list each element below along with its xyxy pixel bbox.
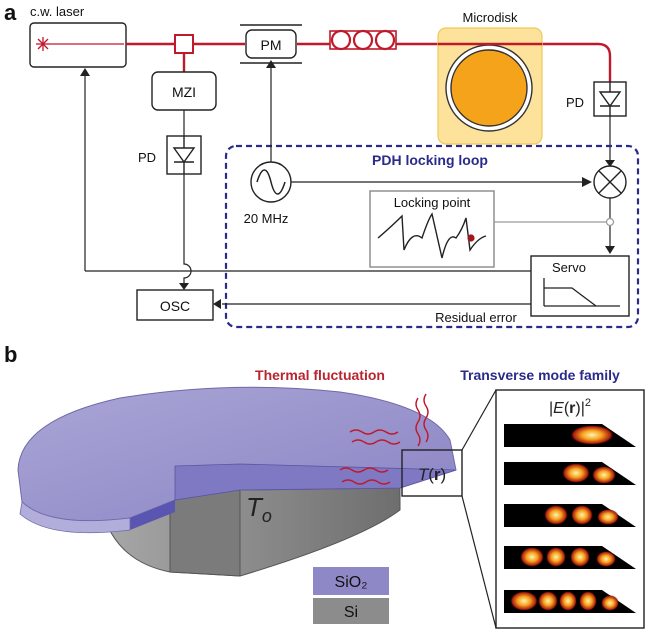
panel-b-letter: b <box>4 342 17 367</box>
servo-response-icon <box>543 278 620 307</box>
transverse-label: Transverse mode family <box>460 367 620 383</box>
pm-label: PM <box>261 37 282 53</box>
silicon-cut-face <box>169 489 241 577</box>
mode-profile-3 <box>504 504 636 527</box>
silica-cut-face <box>130 500 175 530</box>
fiber-coupler <box>174 34 194 54</box>
temperature-open: ( <box>428 465 434 484</box>
field-pre: | <box>549 400 553 417</box>
mode-profile-5 <box>504 590 636 613</box>
legend-swatch-sio2 <box>313 567 389 595</box>
temperature-box <box>401 449 463 497</box>
mixer-cross-icon <box>598 170 622 194</box>
fiber-main <box>126 42 612 82</box>
mode-profile-4 <box>504 546 636 569</box>
temperature-T: T <box>418 465 430 484</box>
wire-pd-osc <box>183 174 192 286</box>
zoom-line-top <box>461 389 497 451</box>
microdisk-label: Microdisk <box>463 10 518 25</box>
sine-wave-icon <box>256 169 286 195</box>
error-signal-curve <box>377 212 487 259</box>
laser-star-icon <box>36 37 50 51</box>
locking-point-marker <box>467 234 475 242</box>
legend-swatch-si <box>313 598 389 624</box>
arrow-laser <box>80 68 90 76</box>
panel-a-letter: a <box>4 0 17 25</box>
laser-label: c.w. laser <box>30 4 85 19</box>
arrow-mixer-servo <box>605 246 615 254</box>
servo-label: Servo <box>552 260 586 275</box>
t0-label: To <box>246 492 272 526</box>
frequency-label: 20 MHz <box>244 211 289 226</box>
thermal-label: Thermal fluctuation <box>255 367 385 383</box>
osc-box <box>136 289 214 321</box>
arrow-osc <box>213 299 221 309</box>
field-open: ( <box>564 400 570 417</box>
field-E: E <box>553 400 564 417</box>
arrow-osc-mixer <box>582 177 592 187</box>
osc-label: OSC <box>160 298 190 314</box>
arrow-osc-pm <box>266 60 276 68</box>
field-close: )| <box>575 400 584 417</box>
mode-profile-1 <box>504 424 636 447</box>
legend-label-si: Si <box>344 604 358 621</box>
zoom-line-bottom <box>461 495 497 629</box>
field-sup: 2 <box>585 397 591 409</box>
temperature-label: T(r) <box>418 465 446 484</box>
field-r: r <box>569 400 575 417</box>
temperature-close: ) <box>441 465 447 484</box>
pdh-loop-title: PDH locking loop <box>372 152 488 168</box>
locking-point-box <box>369 190 495 268</box>
locking-point-label: Locking point <box>394 195 471 210</box>
residual-error-label: Residual error <box>435 310 517 325</box>
arrow-pd-mixer <box>605 160 615 167</box>
silica-cut-section <box>174 463 457 501</box>
arrow-pd-osc <box>179 283 189 290</box>
photodiode-right-icon <box>598 82 622 116</box>
pdh-loop-box <box>224 144 640 329</box>
pd-right-label: PD <box>566 95 584 110</box>
temperature-r: r <box>434 465 441 484</box>
mzi-label: MZI <box>172 84 196 100</box>
pd-left-label: PD <box>138 150 156 165</box>
legend: SiO₂ Si <box>313 567 389 624</box>
polarization-controller <box>329 30 397 50</box>
thermal-arrows-icon <box>339 393 429 485</box>
silica-side-edge <box>19 501 131 534</box>
field-intensity-label: |E(r)|2 <box>549 397 591 417</box>
t0-T: T <box>246 492 264 522</box>
fiber-loops-icon <box>330 29 396 51</box>
photodiode-left-icon <box>172 136 196 174</box>
mode-profile-2 <box>504 462 636 485</box>
t0-sub: o <box>262 506 272 526</box>
legend-label-sio2: SiO₂ <box>335 574 368 591</box>
tap-node <box>605 217 615 227</box>
microdisk <box>450 49 528 127</box>
pm-box <box>245 29 297 59</box>
